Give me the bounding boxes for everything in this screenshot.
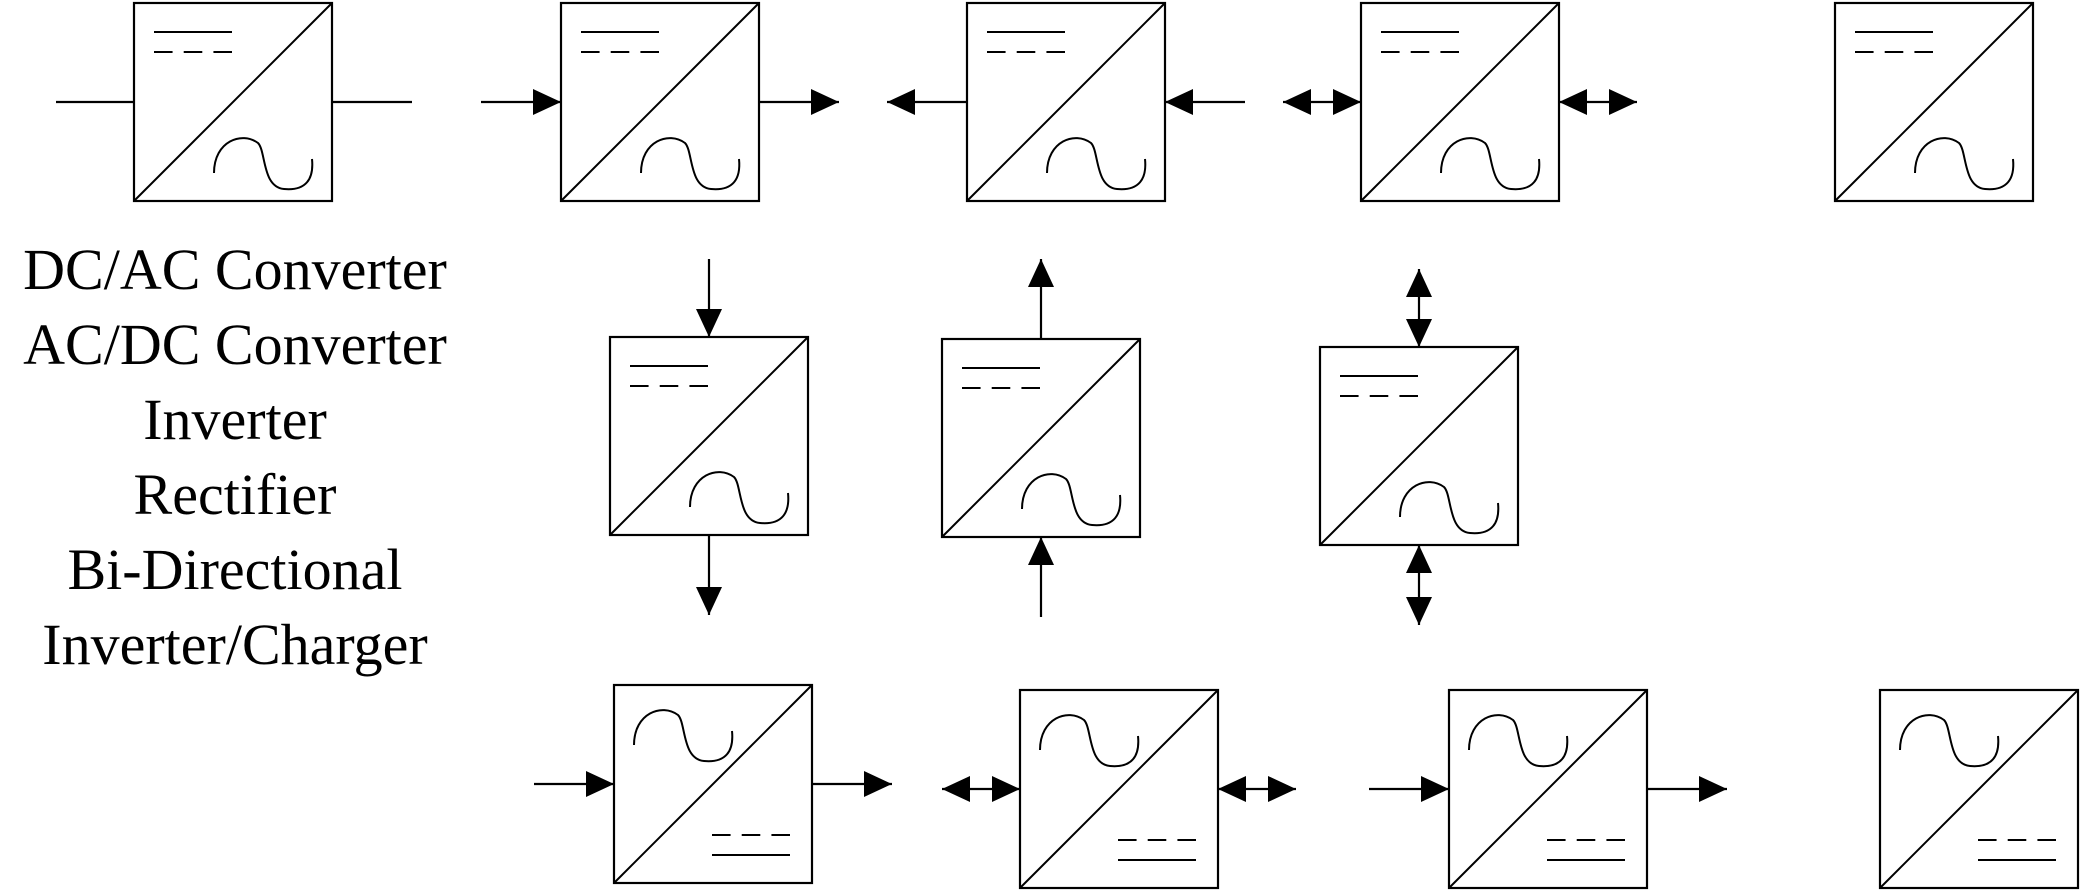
ac-sine-wave — [1399, 481, 1500, 535]
converter-diagonal — [1448, 689, 1648, 889]
ac-sine-wave — [1914, 137, 2015, 191]
arrowhead — [1406, 545, 1432, 573]
converter-diagonal — [1019, 689, 1219, 889]
converter-symbol-ac-dc-right-2 — [1369, 688, 1727, 890]
label-inverter: Inverter — [143, 387, 327, 452]
converter-diagonal — [133, 2, 333, 202]
converter-diagonal — [1834, 2, 2034, 202]
converter-diagonal — [1879, 689, 2079, 889]
converter-diagonal — [1319, 346, 1519, 546]
arrowhead — [942, 776, 970, 802]
ac-sine-wave — [633, 709, 734, 763]
converter-symbol-dc-ac-up — [940, 259, 1142, 617]
arrowhead — [992, 776, 1020, 802]
ac-sine-wave — [689, 471, 790, 525]
converter-symbol-ac-dc-right — [534, 683, 892, 885]
arrowhead — [1165, 89, 1193, 115]
arrowhead — [1406, 597, 1432, 625]
converter-diagonal — [966, 2, 1166, 202]
arrowhead — [1421, 776, 1449, 802]
converter-symbol-dc-ac-none — [1833, 1, 2035, 203]
arrowhead — [533, 89, 561, 115]
label-ac-dc-converter: AC/DC Converter — [23, 312, 447, 377]
arrowhead — [864, 771, 892, 797]
converter-diagonal — [560, 2, 760, 202]
ac-sine-wave — [1468, 714, 1569, 768]
arrowhead — [1559, 89, 1587, 115]
converter-symbol-ac-dc-none — [1878, 688, 2080, 890]
ac-sine-wave — [1021, 473, 1122, 527]
arrowhead — [1609, 89, 1637, 115]
converter-diagonal — [941, 338, 1141, 538]
arrowhead — [696, 587, 722, 615]
converter-diagonal — [609, 336, 809, 536]
converter-symbol-dc-ac-right — [481, 1, 839, 203]
label-dc-ac-converter: DC/AC Converter — [23, 237, 447, 302]
arrowhead — [1218, 776, 1246, 802]
arrowhead — [887, 89, 915, 115]
ac-sine-wave — [213, 137, 314, 191]
label-inverter-charger: Inverter/Charger — [42, 612, 428, 677]
arrowhead — [1283, 89, 1311, 115]
converter-symbol-dc-ac-bidir — [1283, 1, 1637, 203]
arrowhead — [1406, 269, 1432, 297]
converter-symbol-ac-dc-bidir — [942, 688, 1296, 890]
converter-symbol-dc-ac-vertical-bidir — [1318, 269, 1520, 625]
label-rectifier: Rectifier — [133, 462, 337, 527]
ac-sine-wave — [1899, 714, 2000, 768]
arrowhead — [586, 771, 614, 797]
ac-sine-wave — [1046, 137, 1147, 191]
ac-sine-wave — [1440, 137, 1541, 191]
arrowhead — [811, 89, 839, 115]
converter-symbol-dc-ac-plain — [56, 1, 412, 203]
ac-sine-wave — [640, 137, 741, 191]
arrowhead — [1028, 537, 1054, 565]
arrowhead — [1699, 776, 1727, 802]
converter-symbol-dc-ac-left — [887, 1, 1245, 203]
arrowhead — [1268, 776, 1296, 802]
arrowhead — [1333, 89, 1361, 115]
label-bi-directional: Bi-Directional — [67, 537, 403, 602]
arrowhead — [1406, 319, 1432, 347]
arrowhead — [696, 309, 722, 337]
ac-sine-wave — [1039, 714, 1140, 768]
arrowhead — [1028, 259, 1054, 287]
converter-type-labels: DC/AC Converter AC/DC Converter Inverter… — [0, 232, 470, 682]
converter-diagonal — [613, 684, 813, 884]
converter-symbol-dc-ac-down — [608, 259, 810, 615]
converter-diagonal — [1360, 2, 1560, 202]
